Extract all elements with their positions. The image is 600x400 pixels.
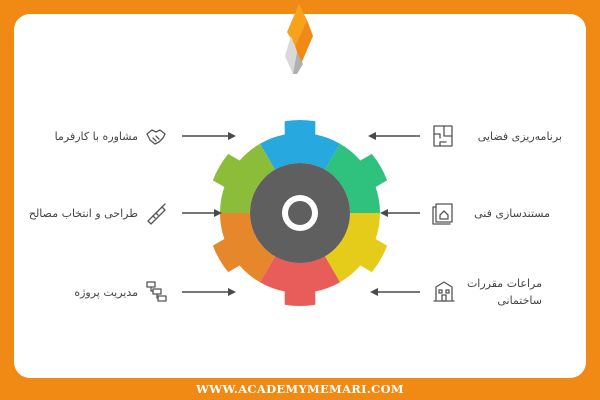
gear-segment-top-left [260,120,340,170]
floorplan-icon [433,125,453,147]
gear [212,120,388,306]
label-space-planning: برنامه‌ریزی فضایی [477,130,562,143]
gear-segment-left [212,143,275,213]
trowel-icon [147,203,166,225]
blueprint-house-icon [432,203,453,225]
brand-logo [285,4,313,74]
label-technical-docs: مستندسازی فنی [474,207,550,220]
label-client-consult: مشاوره با کارفرما [54,130,138,143]
handshake-icon [146,129,166,145]
building-icon [433,281,455,302]
arrow-client-consult [182,132,236,140]
gear-segment-bottom-right [260,256,340,306]
arrow-project-management [182,288,236,296]
label-project-management: مدیریت پروژه [74,286,138,299]
label-design-materials: طراحی و انتخاب مصالح [28,207,138,220]
arrow-building-regs [370,288,420,296]
arrow-technical-docs [380,209,420,217]
website-footer: WWW.ACADEMYMEMARI.COM [196,382,404,396]
gear-segment-bottom-left [212,213,275,283]
gear-segment-right [325,213,388,283]
arrow-design-materials [182,209,222,217]
arrow-space-planning [368,132,420,140]
label-building-regs-line1: مراعات مقررات [466,277,542,290]
gear-axle [288,201,312,225]
label-building-regs-line2: ساختمانی [497,294,542,307]
gantt-icon [146,281,167,302]
gear-segment-top-right [325,143,388,213]
